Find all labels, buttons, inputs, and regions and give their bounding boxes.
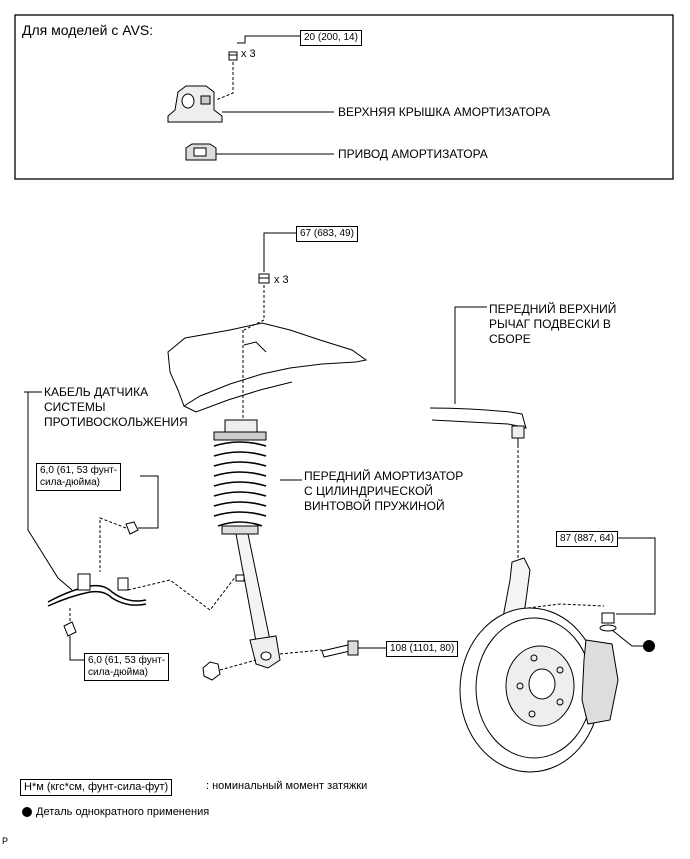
shock-actuator-icon [185, 143, 217, 161]
top-torque-box: 67 (683, 49) [296, 226, 358, 242]
shock-upper-cover-icon [167, 85, 223, 123]
strut-tower-panel [167, 322, 368, 413]
sensor-bolt-icon-upper [125, 521, 139, 535]
avs-torque-box: 20 (200, 14) [300, 30, 362, 46]
legend-unit-box: Н*м (кгс*см, фунт-сила-фут) [20, 779, 173, 796]
avs-panel-frame [14, 14, 674, 180]
footer-code: P [2, 836, 9, 846]
sensor-bolt-icon-lower [63, 621, 77, 637]
label-sensor-cable: КАБЕЛЬ ДАТЧИКА СИСТЕМЫ ПРОТИВОСКОЛЬЖЕНИЯ [44, 385, 188, 429]
knuckle-nut-icon [599, 612, 617, 632]
bolt-torque-box: 108 (1101, 80) [386, 641, 459, 657]
label-upper-cover: ВЕРХНЯЯ КРЫШКА АМОРТИЗАТОРА [338, 105, 551, 119]
avs-nut-icon [228, 51, 238, 61]
avs-panel-title: Для моделей с AVS: [22, 22, 154, 38]
lower-nut-icon [202, 661, 221, 681]
shock-absorber-assembly [213, 419, 281, 669]
sensor-torque-box-1: 6,0 (61, 53 фунт- сила-дюйма) [36, 463, 122, 491]
speed-sensor-cable [24, 391, 147, 607]
knuckle-disc-assembly [459, 557, 619, 773]
upper-arm-assembly [429, 407, 527, 448]
knuckle-torque-box: 87 (887, 64) [556, 531, 618, 547]
legend-unit-text: : номинальный момент затяжки [206, 780, 368, 792]
legend-dot-icon [22, 807, 32, 817]
nonreusable-marker-icon [643, 640, 655, 652]
legend-nonreusable-text: Деталь однократного применения [36, 806, 210, 818]
top-qty-label: x 3 [274, 274, 289, 286]
top-nut-icon [258, 273, 270, 284]
label-upper-arm: ПЕРЕДНИЙ ВЕРХНИЙ РЫЧАГ ПОДВЕСКИ В СБОРЕ [489, 302, 617, 346]
sensor-torque-box-2: 6,0 (61, 53 фунт- сила-дюйма) [84, 653, 170, 681]
avs-qty-label: x 3 [241, 48, 256, 60]
label-shock-absorber: ПЕРЕДНИЙ АМОРТИЗАТОР С ЦИЛИНДРИЧЕСКОЙ ВИ… [304, 469, 464, 513]
lower-bolt-icon [321, 640, 359, 658]
label-actuator: ПРИВОД АМОРТИЗАТОРА [338, 147, 488, 161]
